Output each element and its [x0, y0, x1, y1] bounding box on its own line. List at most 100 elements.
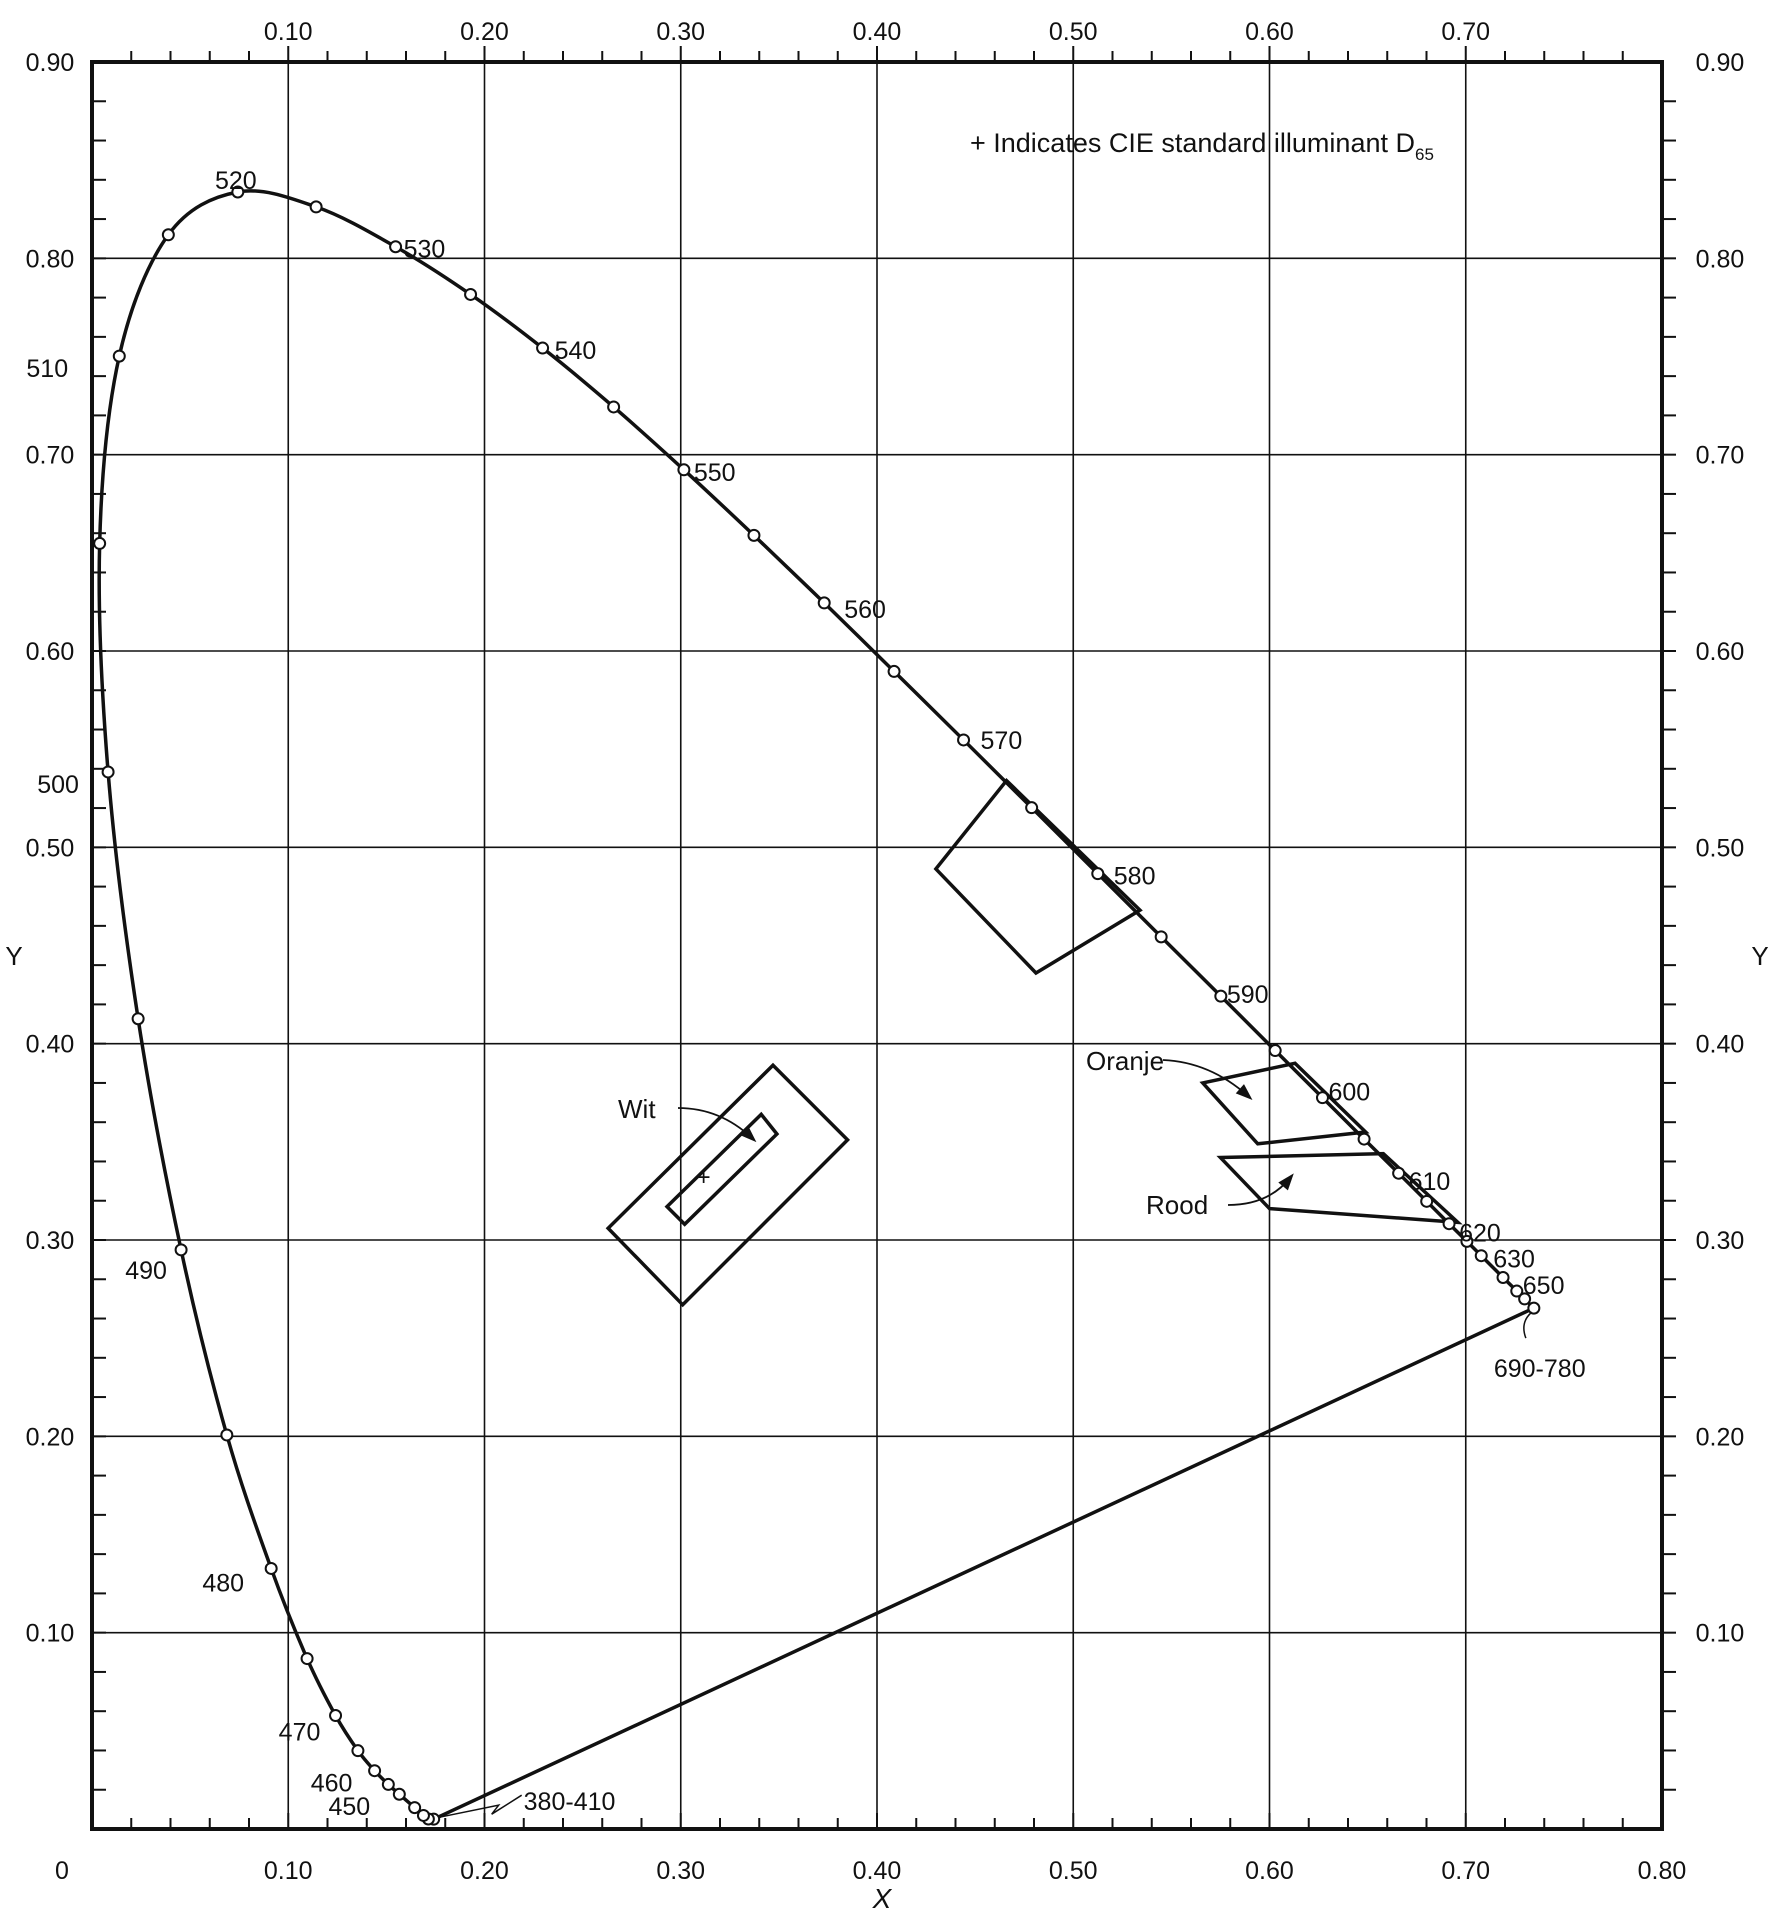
- d65-marker: +: [697, 1164, 711, 1191]
- locus-point: [368, 1764, 382, 1778]
- x-tick-label-top: 0.60: [1245, 18, 1294, 46]
- locus-point: [747, 528, 761, 542]
- x-tick-label-top: 0.40: [853, 18, 902, 46]
- y-tick-label-left: 0.60: [26, 638, 75, 666]
- x-tick-label-bottom: 0.10: [264, 1857, 313, 1885]
- locus-point: [381, 1777, 395, 1791]
- x-tick-label-bottom: 0.40: [853, 1857, 902, 1885]
- wavelength-label: 620: [1459, 1220, 1501, 1248]
- annotation-subscript: 65: [1415, 145, 1434, 164]
- arrowhead-icon: [1278, 1173, 1294, 1191]
- locus-point: [309, 200, 323, 214]
- locus-point: [607, 400, 621, 414]
- x-tick-label-top: 0.30: [656, 18, 705, 46]
- y-tick-label-right: 0.40: [1696, 1031, 1745, 1059]
- x-tick-label-bottom: 0.60: [1245, 1857, 1294, 1885]
- y-axis-title-right: Y: [1751, 941, 1768, 971]
- labels: 0 0.10 0.20 0.30 0.40 0.50 0.60 0.70 0.80 0.10 0.2…: [26, 18, 1745, 1885]
- x-tick-label-bottom: 0.30: [656, 1857, 705, 1885]
- locus-point: [1392, 1166, 1406, 1180]
- locus-point: [957, 733, 971, 747]
- region-label: Wit: [618, 1094, 656, 1124]
- annotation-text: + Indicates CIE standard illuminant D: [970, 128, 1415, 158]
- regions: [605, 777, 1463, 1308]
- y-tick-label-left: 0.20: [26, 1423, 75, 1451]
- wavelength-label: 560: [844, 596, 886, 624]
- y-axis-title-left: Y: [5, 941, 22, 971]
- y-tick-label-left: 0.70: [26, 442, 75, 470]
- wavelength-label: 540: [555, 337, 597, 365]
- y-tick-label-left: 0.30: [26, 1227, 75, 1255]
- y-tick-label-right: 0.10: [1696, 1620, 1745, 1648]
- x-tick-label-bottom: 0.50: [1049, 1857, 1098, 1885]
- wavelength-label: 550: [694, 459, 736, 487]
- locus-point: [1091, 867, 1105, 881]
- locus-point: [1357, 1132, 1371, 1146]
- locus-point: [1460, 1234, 1474, 1248]
- spectral-locus: [97, 189, 1537, 1822]
- region-oranje: [1199, 1061, 1370, 1146]
- region-arrow: [1162, 1059, 1249, 1097]
- wavelength-label: 650: [1523, 1272, 1565, 1300]
- region-outline-0: [933, 777, 1143, 976]
- locus-point: [408, 1801, 422, 1815]
- locus-point: [1518, 1292, 1532, 1306]
- y-tick-label-right: 0.30: [1696, 1227, 1745, 1255]
- wavelength-label: 690-780: [1494, 1355, 1586, 1383]
- y-tick-label-right: 0.20: [1696, 1423, 1745, 1451]
- x-tick-label-top: 0.70: [1441, 18, 1490, 46]
- locus-point: [300, 1652, 314, 1666]
- locus-point: [1474, 1249, 1488, 1263]
- locus-point: [351, 1744, 365, 1758]
- locus-point: [389, 240, 403, 254]
- y-tick-label-right: 0.70: [1696, 442, 1745, 470]
- arrowhead-icon: [1235, 1084, 1253, 1101]
- x-tick-label-top: 0.50: [1049, 18, 1098, 46]
- locus-point: [231, 185, 245, 199]
- locus-point: [677, 463, 691, 477]
- d65-annotation: + Indicates CIE standard illuminant D65: [970, 128, 1434, 164]
- x-tick-label-top: 0.20: [460, 18, 509, 46]
- locus-point: [93, 536, 107, 550]
- x-axis-title: X: [872, 1883, 893, 1914]
- axis-ticks: [92, 46, 1676, 1829]
- locus-point: [131, 1012, 145, 1026]
- y-tick-label-left: 0.10: [26, 1620, 75, 1648]
- wavelength-label: 600: [1328, 1079, 1370, 1107]
- locus-point: [1527, 1301, 1541, 1315]
- locus-point: [264, 1561, 278, 1575]
- region-label: Oranje: [1086, 1046, 1164, 1076]
- locus-point: [1420, 1194, 1434, 1208]
- locus-point: [1154, 930, 1168, 944]
- locus-point: [536, 341, 550, 355]
- region-label: Rood: [1146, 1190, 1208, 1220]
- locus-point: [1214, 989, 1228, 1003]
- locus-point: [161, 228, 175, 242]
- wavelength-label: 500: [37, 771, 79, 799]
- locus-point: [817, 596, 831, 610]
- y-tick-label-left: 0.40: [26, 1031, 75, 1059]
- y-tick-label-left: 0.90: [26, 49, 75, 77]
- locus-point: [329, 1709, 343, 1723]
- wavelength-label: 490: [125, 1257, 167, 1285]
- locus-point: [220, 1428, 234, 1442]
- locus-point: [1025, 801, 1039, 815]
- locus-point: [1496, 1270, 1510, 1284]
- region-outline-2: [664, 1111, 780, 1227]
- x-tick-label-bottom: 0.80: [1638, 1857, 1687, 1885]
- leader-line: [439, 1794, 523, 1818]
- locus-point: [464, 287, 478, 301]
- locus-point: [101, 765, 115, 779]
- wavelength-label: 590: [1227, 981, 1269, 1009]
- grid: [92, 62, 1662, 1829]
- locus-point: [887, 664, 901, 678]
- wavelength-label: 450: [328, 1793, 370, 1821]
- y-tick-label-right: 0.90: [1696, 49, 1745, 77]
- arrowhead-icon: [739, 1126, 757, 1143]
- x-tick-label-bottom: 0: [55, 1857, 69, 1885]
- y-tick-label-right: 0.50: [1696, 834, 1745, 862]
- wavelength-label: 510: [26, 355, 68, 383]
- locus-point: [1442, 1217, 1456, 1231]
- y-tick-label-right: 0.60: [1696, 638, 1745, 666]
